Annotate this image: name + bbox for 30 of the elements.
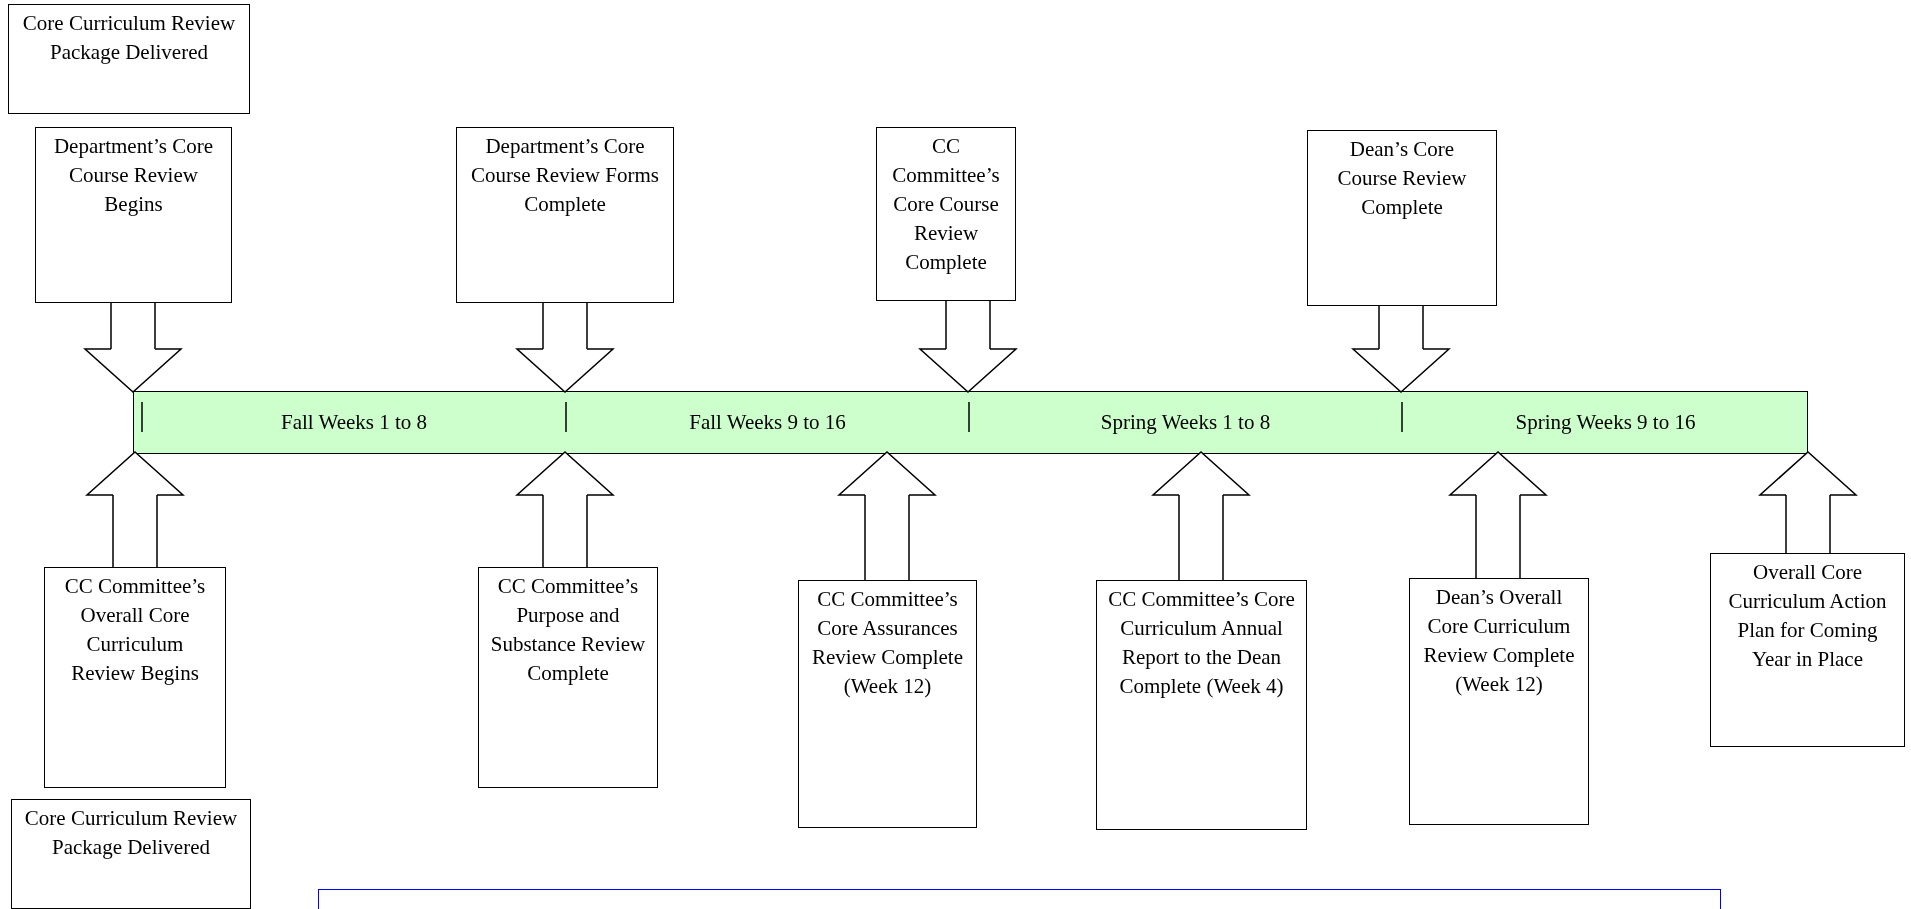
milestone-label: Department’s Core Course Review Forms Complete <box>470 133 660 218</box>
timeline-bar <box>133 391 1808 454</box>
milestone-label: CC Committee’s Overall Core Curriculum Review Begins <box>63 573 207 687</box>
milestone-label: Overall Core Curriculum Action Plan for Coming Year in Place <box>1727 559 1888 673</box>
milestone-label: Dean’s Core Course Review Complete <box>1336 136 1468 221</box>
callout-box <box>798 580 977 828</box>
period-label: Fall Weeks 9 to 16 <box>688 409 847 436</box>
note-box <box>11 799 251 909</box>
callout-box <box>35 127 232 303</box>
callout-box <box>1710 553 1905 747</box>
empty-box <box>318 889 1721 909</box>
callout-box <box>44 567 226 788</box>
milestone-label: CC Committee’s Purpose and Substance Review Complete <box>489 573 647 687</box>
milestone-label: CC Committee’s Core Curriculum Annual Report to the Dean Complete (Week 4) <box>1107 586 1296 700</box>
callout-box <box>1096 580 1307 830</box>
callout-box <box>876 127 1016 301</box>
milestone-label: Core Curriculum Review Package Delivered <box>23 805 239 861</box>
milestone-label: Dean’s Overall Core Curriculum Review Complete (Week 12) <box>1422 584 1576 698</box>
callout-box <box>456 127 674 303</box>
callout-box <box>1409 578 1589 825</box>
milestone-label: Core Curriculum Review Package Delivered <box>21 10 237 66</box>
callout-box <box>478 567 658 788</box>
period-label: Spring Weeks 9 to 16 <box>1514 409 1697 436</box>
callout-box <box>1307 130 1497 306</box>
milestone-label: Department’s Core Course Review Begins <box>52 133 215 218</box>
note-box <box>8 4 250 114</box>
milestone-label: CC Committee’s Core Assurances Review Complete (Week 12) <box>810 586 965 700</box>
period-label: Spring Weeks 1 to 8 <box>1099 409 1272 436</box>
period-label: Fall Weeks 1 to 8 <box>279 409 429 436</box>
milestone-label: CC Committee’s Core Course Review Complete <box>891 133 1001 276</box>
